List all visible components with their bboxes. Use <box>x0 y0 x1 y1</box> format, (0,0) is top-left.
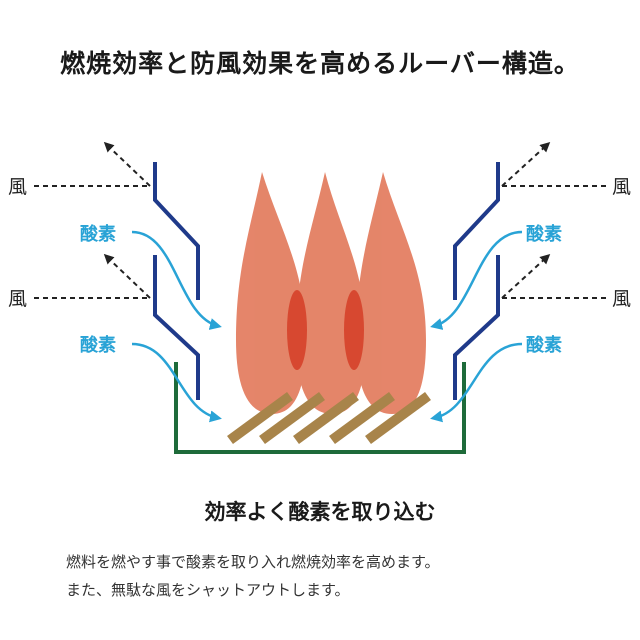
tray <box>174 362 466 454</box>
description-line-2: また、無駄な風をシャットアウトします。 <box>66 581 350 599</box>
subtitle: 効率よく酸素を取り込む <box>204 500 436 524</box>
page-title: 燃焼効率と防風効果を高めるルーバー構造。 <box>60 49 580 78</box>
firewood <box>227 391 431 445</box>
wind-arrows <box>34 141 606 299</box>
wind-label-left-bottom: 風 <box>8 288 27 310</box>
louver-left <box>153 162 200 400</box>
description: 燃料を燃やす事で酸素を取り入れ燃焼効率を高めます。 また、無駄な風をシャットアウ… <box>66 548 626 604</box>
description-line-1: 燃料を燃やす事で酸素を取り入れ燃焼効率を高めます。 <box>66 553 440 571</box>
wind-label-right-bottom: 風 <box>612 288 631 310</box>
flame-right <box>356 172 426 414</box>
flame-left <box>236 172 306 414</box>
oxygen-arrows <box>131 230 523 423</box>
louver-right <box>453 162 500 400</box>
flame-cores <box>287 290 364 370</box>
flames <box>236 172 426 414</box>
oxygen-label-right-top: 酸素 <box>526 223 562 245</box>
oxygen-label-left-top: 酸素 <box>80 223 116 245</box>
wind-label-left-top: 風 <box>8 176 27 198</box>
wind-label-right-top: 風 <box>612 176 631 198</box>
oxygen-label-left-bottom: 酸素 <box>80 334 116 356</box>
oxygen-label-right-bottom: 酸素 <box>526 334 562 356</box>
